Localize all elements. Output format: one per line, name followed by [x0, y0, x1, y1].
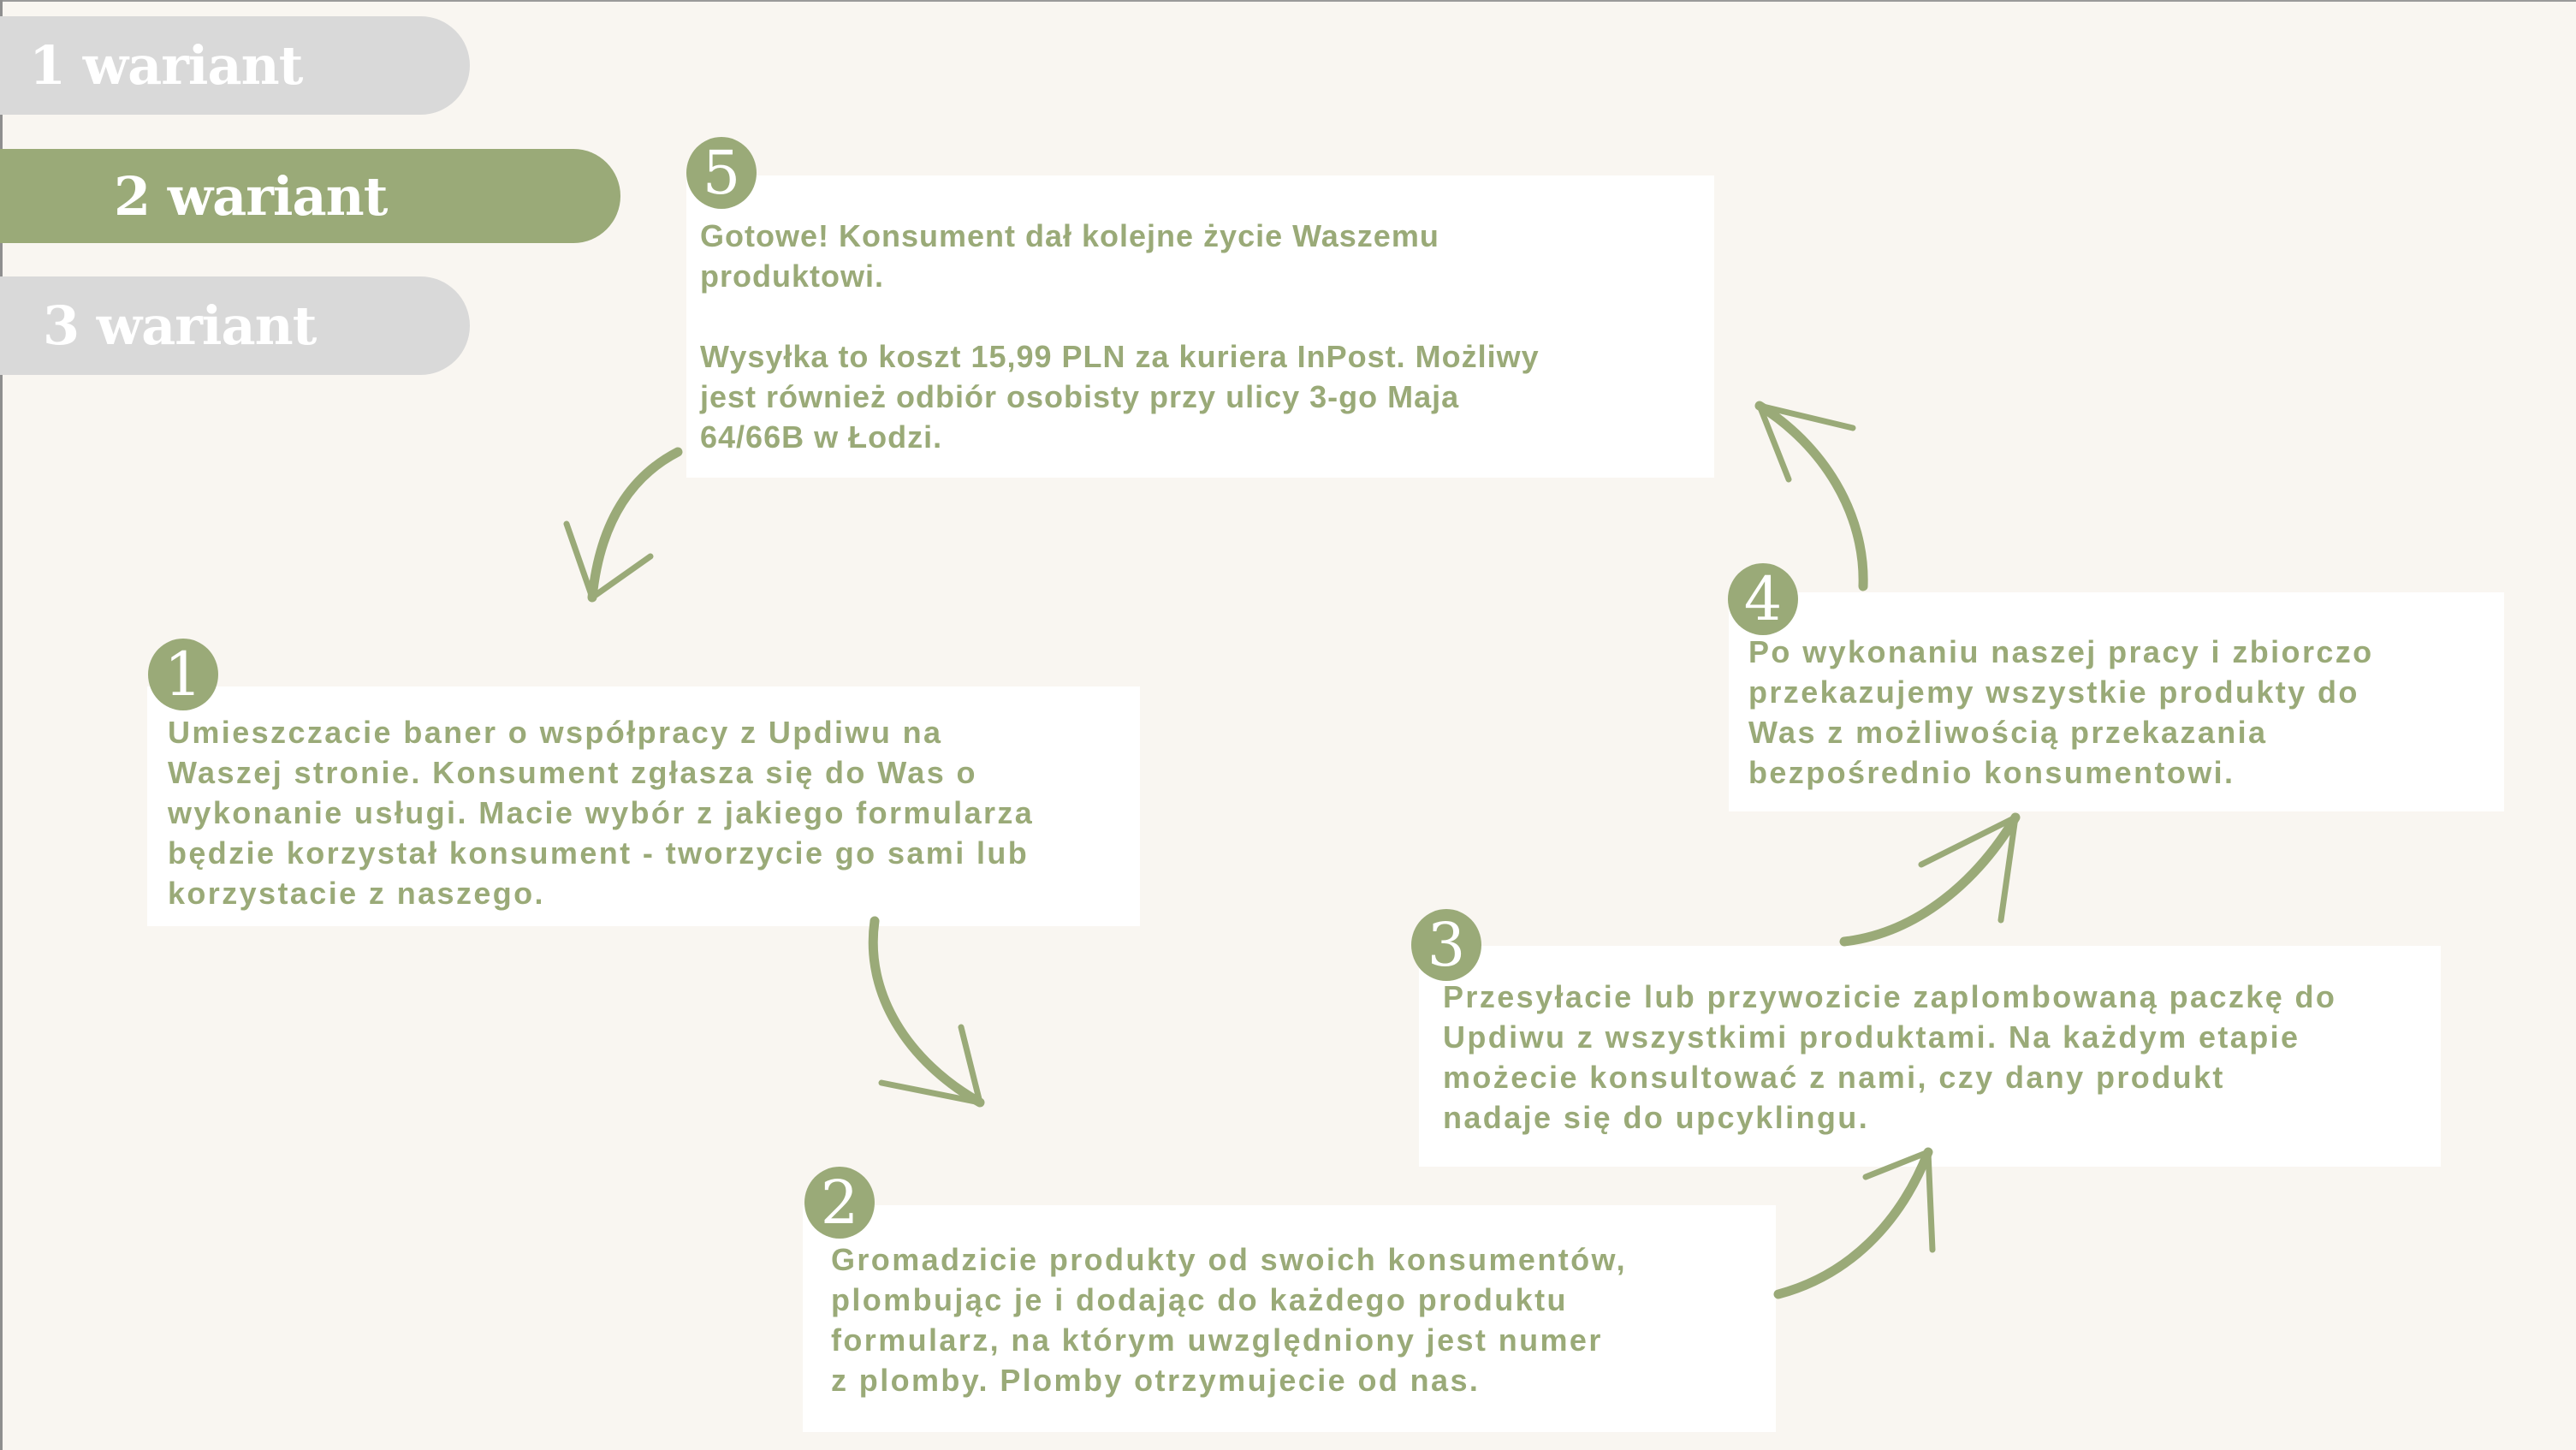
step-5-card: Gotowe! Konsument dał kolejne życie Wasz…	[686, 175, 1714, 478]
step-number: 1	[163, 639, 203, 710]
step-4-badge: 4	[1728, 563, 1798, 635]
tab-label: 1 wariant	[29, 34, 303, 97]
top-border	[0, 0, 2576, 2]
step-4-card: Po wykonaniu naszej pracy i zbiorczo prz…	[1729, 592, 2504, 811]
step-5-text: Gotowe! Konsument dał kolejne życie Wasz…	[700, 218, 1540, 455]
step-1-text: Umieszczacie baner o współpracy z Updiwu…	[168, 715, 1035, 911]
step-number: 3	[1427, 910, 1466, 980]
tab-label: 3 wariant	[43, 294, 317, 357]
arrow-3-to-4-icon	[1839, 812, 2021, 947]
tab-variant-1[interactable]: 1 wariant	[0, 16, 470, 115]
step-2-badge: 2	[804, 1167, 875, 1239]
tab-label: 2 wariant	[114, 164, 388, 228]
step-number: 5	[702, 138, 741, 208]
step-number: 2	[820, 1168, 859, 1238]
step-3-badge: 3	[1411, 909, 1481, 981]
step-2-card: Gromadzicie produkty od swoich konsument…	[803, 1205, 1776, 1432]
step-1-card: Umieszczacie baner o współpracy z Updiwu…	[147, 686, 1140, 926]
tab-variant-3[interactable]: 3 wariant	[0, 276, 470, 375]
step-3-text: Przesyłacie lub przywozicie zaplombowaną…	[1443, 979, 2337, 1135]
arrow-5-to-1-icon	[563, 447, 683, 603]
arrow-1-to-2-icon	[868, 916, 985, 1108]
arrow-2-to-3-icon	[1773, 1147, 1936, 1299]
step-2-text: Gromadzicie produkty od swoich konsument…	[831, 1242, 1627, 1398]
step-5-badge: 5	[686, 137, 757, 209]
step-3-card: Przesyłacie lub przywozicie zaplombowaną…	[1419, 946, 2441, 1167]
tab-variant-2[interactable]: 2 wariant	[0, 149, 620, 243]
left-border	[0, 0, 3, 1450]
arrow-4-to-5-icon	[1754, 401, 1868, 591]
step-4-text: Po wykonaniu naszej pracy i zbiorczo prz…	[1748, 634, 2374, 790]
step-1-badge: 1	[148, 639, 218, 710]
step-number: 4	[1743, 564, 1783, 634]
